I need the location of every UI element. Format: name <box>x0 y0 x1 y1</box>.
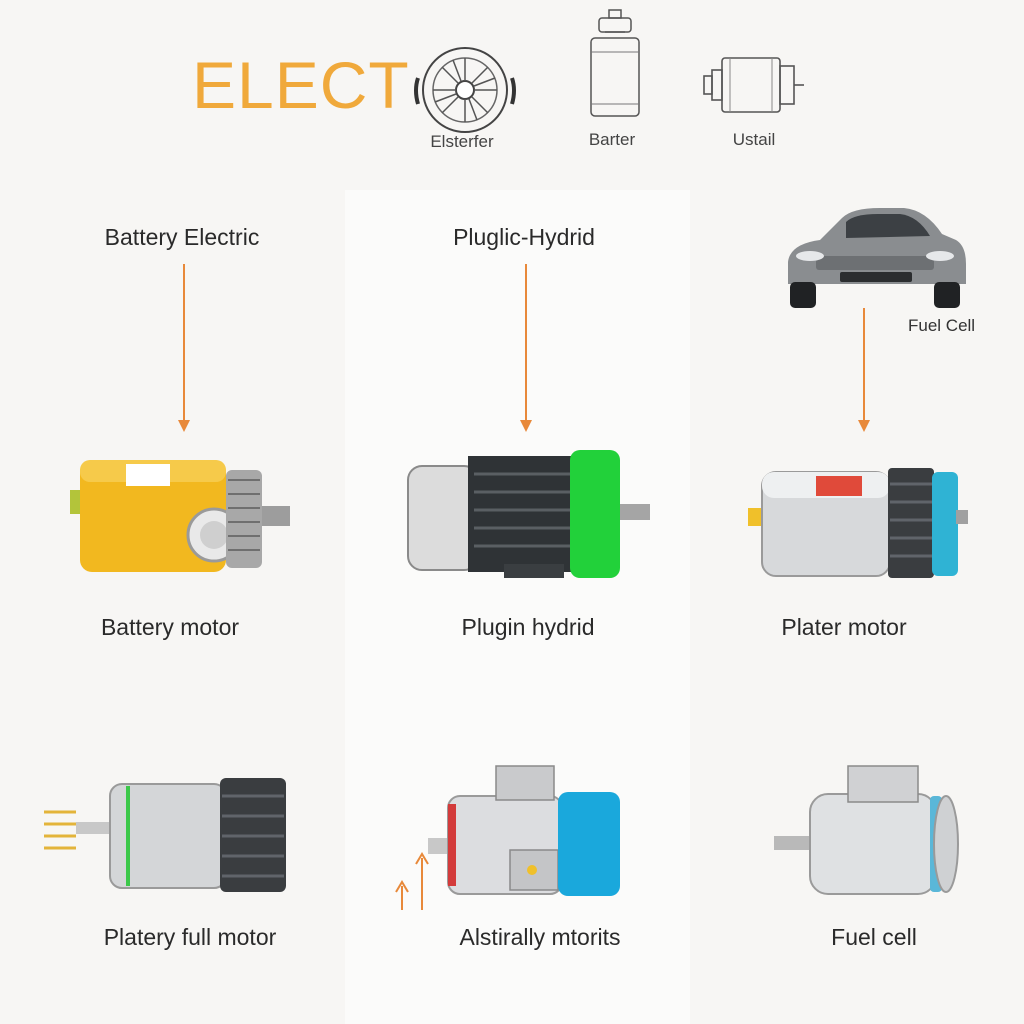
motor-image-fuel-cell <box>774 765 959 895</box>
column-heading-plugin-hybrid: Pluglic-Hydrid <box>453 224 595 250</box>
cylinder-icon <box>590 9 640 117</box>
motor-image-plugin-hybrid <box>407 450 650 578</box>
motor-image-alstirally <box>395 765 620 910</box>
arrow-plugin-hybrid <box>520 264 532 432</box>
column-heading-battery-electric: Battery Electric <box>104 224 260 250</box>
arrow-battery-electric <box>178 264 190 432</box>
arrow-fuel-cell <box>858 308 870 432</box>
motor-label-fuel-cell: Fuel cell <box>831 924 917 950</box>
fan-wheel-icon <box>414 47 516 133</box>
engine-block-icon <box>703 57 804 113</box>
icon-label-engine: Ustail <box>732 130 776 149</box>
motor-label-alstirally: Alstirally mtorits <box>459 924 621 950</box>
car-image <box>788 208 966 308</box>
motor-image-platery-full <box>44 778 286 892</box>
icon-label-cylinder: Barter <box>588 130 636 149</box>
motor-image-battery <box>70 460 290 572</box>
motor-label-platery-full: Platery full motor <box>103 924 277 950</box>
motor-label-plater: Plater motor <box>781 614 907 640</box>
motor-label-plugin-hybrid: Plugin hydrid <box>461 614 595 640</box>
column-heading-fuel-cell: Fuel Cell <box>908 316 976 335</box>
icon-label-fan: Elsterfer <box>430 132 494 151</box>
page-title: ELECT <box>192 48 410 122</box>
motor-image-plater <box>748 468 968 578</box>
motor-label-battery: Battery motor <box>100 614 240 640</box>
